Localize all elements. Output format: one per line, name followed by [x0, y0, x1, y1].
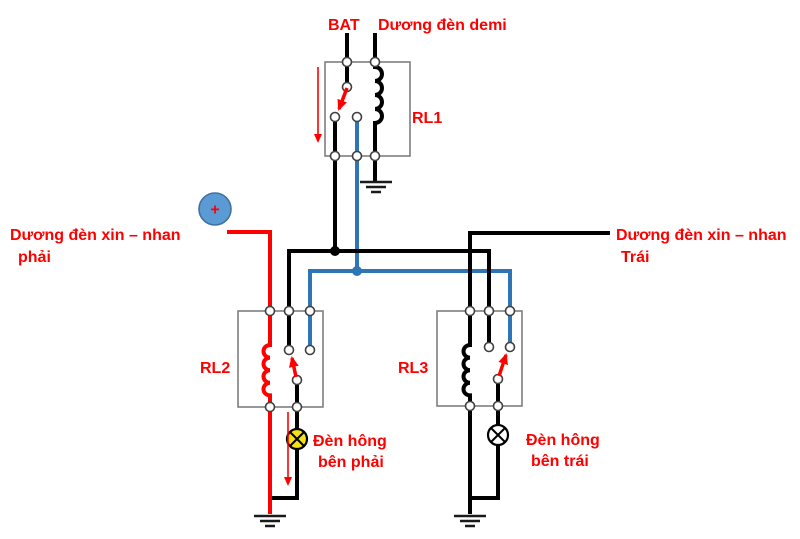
rl3-terminals — [464, 305, 516, 412]
battery-positive-icon: + — [198, 192, 232, 226]
rl2-switch-arm-arrow — [288, 356, 299, 378]
right-turn-feed-label-line2: phải — [18, 249, 51, 266]
right-turn-feed-wire — [227, 230, 272, 311]
left-lamp-label-line1: Đèn hông — [526, 432, 600, 449]
left-turn-feed-wire — [468, 231, 610, 311]
rl1-switch-arm-arrow — [337, 87, 349, 111]
right-lamp-label-line1: Đèn hông — [313, 433, 387, 450]
right-side-lamp-on-icon — [285, 427, 309, 451]
rl3-switch-arm-arrow — [497, 353, 508, 377]
rl3-box — [436, 310, 523, 407]
left-turn-feed-label-line1: Dương đèn xin – nhan — [616, 227, 787, 244]
left-side-lamp-off-icon — [486, 423, 510, 447]
blue-bus-wire — [308, 269, 512, 311]
black-bus-wire — [287, 249, 491, 311]
black-junction-dot — [330, 246, 340, 256]
rl3-coil — [461, 311, 472, 514]
ground-symbol-rl1 — [360, 180, 392, 194]
left-lamp-label-line2: bên trái — [531, 453, 589, 470]
rl1-terminals — [329, 56, 381, 162]
demi-feed-label: Dương đèn demi — [378, 17, 507, 34]
left-turn-feed-label-line2: Trái — [621, 249, 649, 266]
rl2-coil — [261, 311, 272, 514]
right-lamp-label-line2: bên phải — [318, 454, 384, 471]
ground-symbol-rl3 — [454, 514, 486, 528]
battery-plus-sign: + — [210, 202, 219, 219]
rl2-label: RL2 — [200, 360, 230, 377]
rl1-coil — [373, 62, 384, 181]
ground-symbol-rl2 — [254, 514, 286, 528]
bat-label: BAT — [328, 17, 360, 34]
rl2-lamp-wire — [270, 380, 299, 500]
right-turn-feed-label-line1: Dương đèn xin – nhan — [10, 227, 181, 244]
rl3-label: RL3 — [398, 360, 428, 377]
rl2-terminals — [264, 305, 316, 413]
rl1-label: RL1 — [412, 110, 442, 127]
blue-junction-dot — [352, 266, 362, 276]
rl1-box — [324, 61, 411, 157]
rl2-box — [237, 310, 324, 408]
rl3-lamp-wire — [470, 379, 500, 500]
